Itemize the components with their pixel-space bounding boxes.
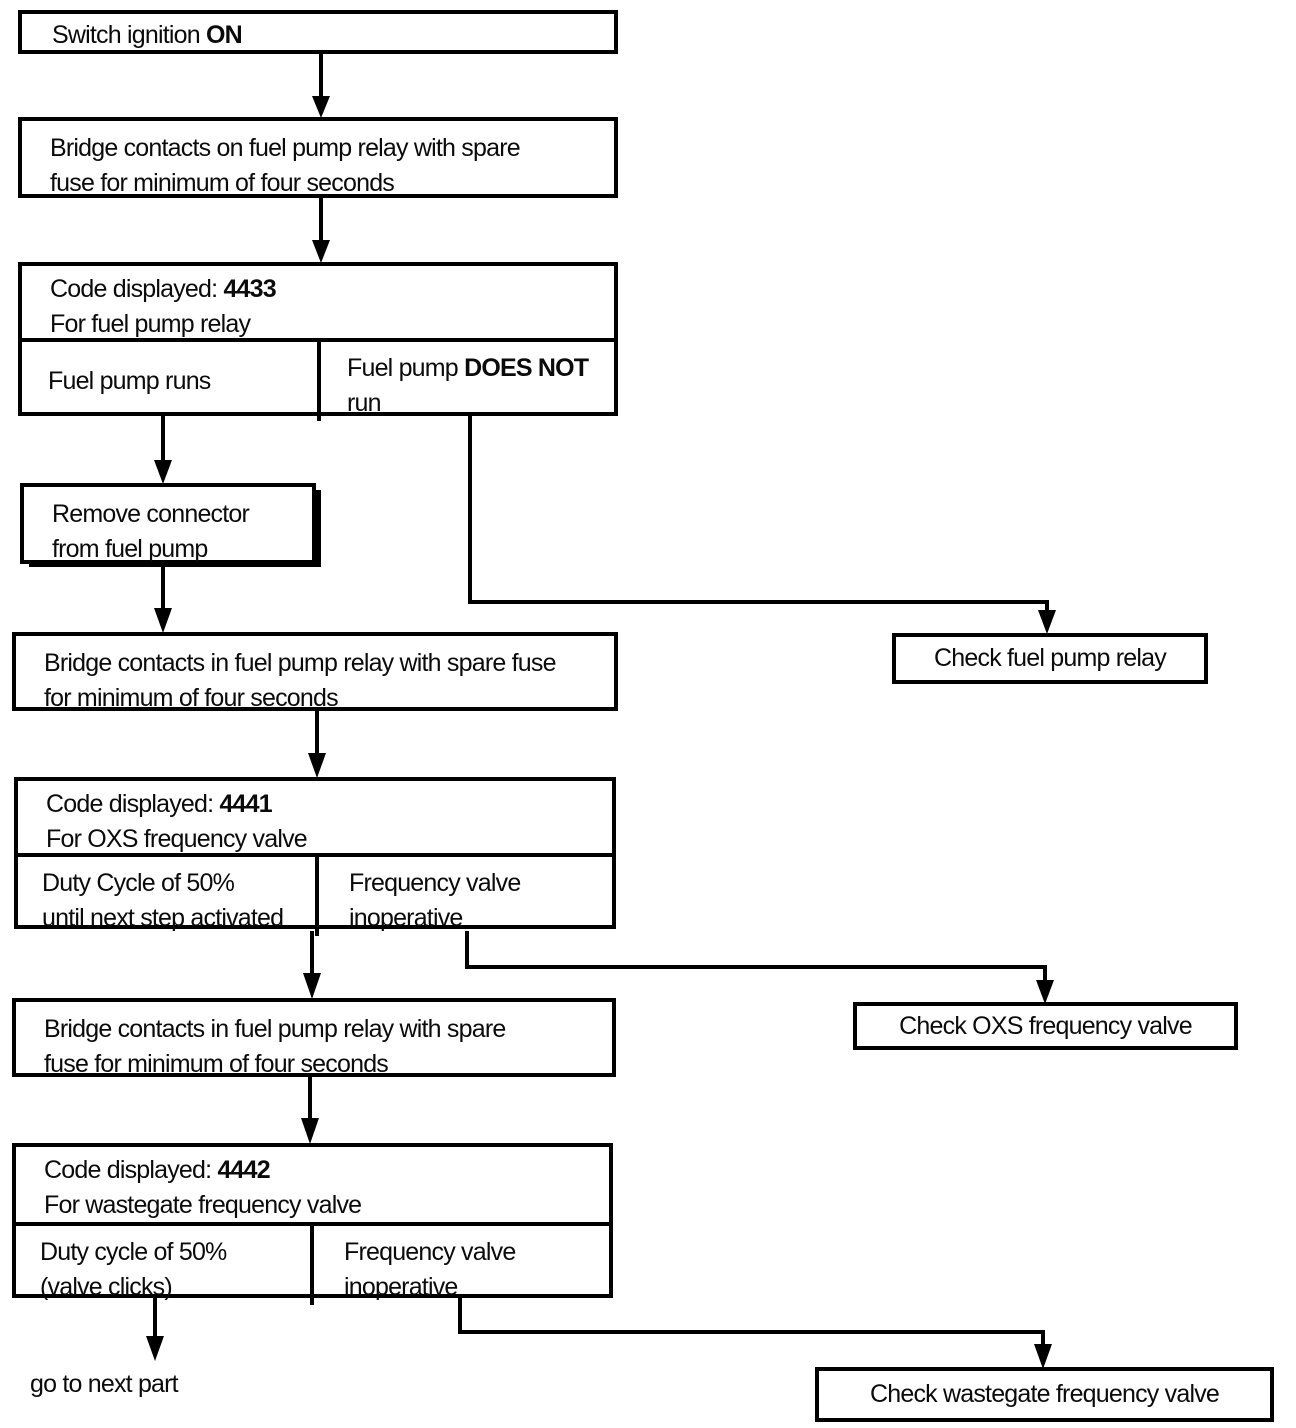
- arrowhead: [312, 240, 330, 263]
- switch-ignition-text: Switch ignition: [52, 21, 206, 49]
- bridge-in2-line1: Bridge contacts in fuel pump relay with …: [44, 1015, 506, 1043]
- cell-duty-cycle-4441: Duty Cycle of 50% until next step activa…: [18, 857, 319, 936]
- code-4433-value: 4433: [223, 275, 276, 303]
- arrowhead: [154, 460, 172, 484]
- freq-inop1-line1: Frequency valve: [349, 869, 521, 897]
- code-4442-label: Code displayed:: [44, 1156, 218, 1184]
- arrowhead: [1038, 610, 1056, 634]
- code-4441-header: Code displayed: 4441 For OXS frequency v…: [18, 781, 612, 857]
- duty-4442-line2: (valve clicks): [40, 1273, 173, 1301]
- fuel-pump-runs-text: Fuel pump runs: [48, 367, 211, 395]
- node-switch-ignition: Switch ignition ON: [18, 10, 618, 54]
- code-4433-subtitle: For fuel pump relay: [50, 310, 251, 338]
- node-bridge-contacts-on-relay: Bridge contacts on fuel pump relay with …: [18, 117, 618, 198]
- code-4433-header: Code displayed: 4433 For fuel pump relay: [22, 266, 614, 342]
- cell-fuel-pump-runs: Fuel pump runs: [22, 342, 321, 421]
- code-4441-label: Code displayed:: [46, 790, 220, 818]
- code-4441-value: 4441: [219, 790, 272, 818]
- cell-freq-valve-inop-1: Frequency valve inoperative: [319, 857, 612, 936]
- code-4441-subtitle: For OXS frequency valve: [46, 825, 308, 853]
- cell-fuel-pump-does-not-run: Fuel pump DOES NOT run: [321, 342, 614, 421]
- arrowhead: [312, 96, 330, 118]
- arrowhead: [1036, 980, 1054, 1004]
- node-remove-connector: Remove connector from fuel pump: [20, 483, 316, 564]
- duty-4441-line1: Duty Cycle of 50%: [42, 869, 235, 897]
- freq-inop2-line2: inoperative: [344, 1273, 458, 1301]
- does-not-run-line2: run: [347, 389, 382, 417]
- node-check-oxs-frequency-valve: Check OXS frequency valve: [853, 1002, 1238, 1050]
- arrowhead: [146, 1336, 164, 1361]
- freq-inop1-line2: inoperative: [349, 904, 463, 932]
- code-4442-header: Code displayed: 4442 For wastegate frequ…: [16, 1147, 609, 1226]
- connector-inop1-to-check-oxs: [465, 931, 1047, 984]
- bridge-in1-line2: for minimum of four seconds: [44, 684, 339, 712]
- bridge-on-line1: Bridge contacts on fuel pump relay with …: [50, 134, 521, 162]
- cell-duty-cycle-4442: Duty cycle of 50% (valve clicks): [16, 1226, 314, 1305]
- bridge-in2-line2: fuse for minimum of four seconds: [44, 1050, 389, 1078]
- go-to-next-part-label: go to next part: [30, 1370, 179, 1398]
- node-check-fuel-pump-relay: Check fuel pump relay: [892, 633, 1208, 684]
- node-code-4441: Code displayed: 4441 For OXS frequency v…: [14, 777, 616, 936]
- connector-not-run-to-check-relay: [468, 415, 1049, 614]
- arrowhead: [303, 973, 321, 999]
- freq-inop2-line1: Frequency valve: [344, 1238, 516, 1266]
- code-4442-subtitle: For wastegate frequency valve: [44, 1191, 362, 1219]
- cell-freq-valve-inop-2: Frequency valve inoperative: [314, 1226, 609, 1305]
- arrowhead: [308, 753, 326, 778]
- remove-connector-line2: from fuel pump: [52, 535, 208, 563]
- check-fuel-pump-relay-text: Check fuel pump relay: [934, 644, 1167, 672]
- node-code-4433: Code displayed: 4433 For fuel pump relay…: [18, 262, 618, 421]
- does-not-run-bold: DOES NOT: [464, 354, 589, 382]
- switch-ignition-bold: ON: [205, 21, 243, 49]
- check-wastegate-valve-text: Check wastegate frequency valve: [869, 1380, 1220, 1408]
- bridge-in1-line1: Bridge contacts in fuel pump relay with …: [44, 649, 556, 677]
- arrowhead: [301, 1118, 319, 1144]
- code-4442-value: 4442: [217, 1156, 270, 1184]
- check-oxs-valve-text: Check OXS frequency valve: [899, 1011, 1192, 1040]
- node-check-wastegate-frequency-valve: Check wastegate frequency valve: [815, 1367, 1274, 1422]
- arrowhead: [154, 608, 172, 633]
- node-bridge-contacts-in-relay-1: Bridge contacts in fuel pump relay with …: [12, 632, 618, 712]
- does-not-run-prefix: Fuel pump: [347, 354, 465, 382]
- arrowhead: [1034, 1344, 1052, 1369]
- node-code-4442: Code displayed: 4442 For wastegate frequ…: [12, 1143, 613, 1305]
- duty-4442-line1: Duty cycle of 50%: [40, 1238, 227, 1266]
- duty-4441-line2: until next step activated: [42, 904, 284, 932]
- remove-connector-line1: Remove connector: [52, 500, 250, 528]
- connector-inop2-to-check-wastegate: [458, 1296, 1045, 1348]
- node-bridge-contacts-in-relay-2: Bridge contacts in fuel pump relay with …: [12, 998, 616, 1078]
- bridge-on-line2: fuse for minimum of four seconds: [50, 169, 395, 197]
- code-4433-label: Code displayed:: [50, 275, 224, 303]
